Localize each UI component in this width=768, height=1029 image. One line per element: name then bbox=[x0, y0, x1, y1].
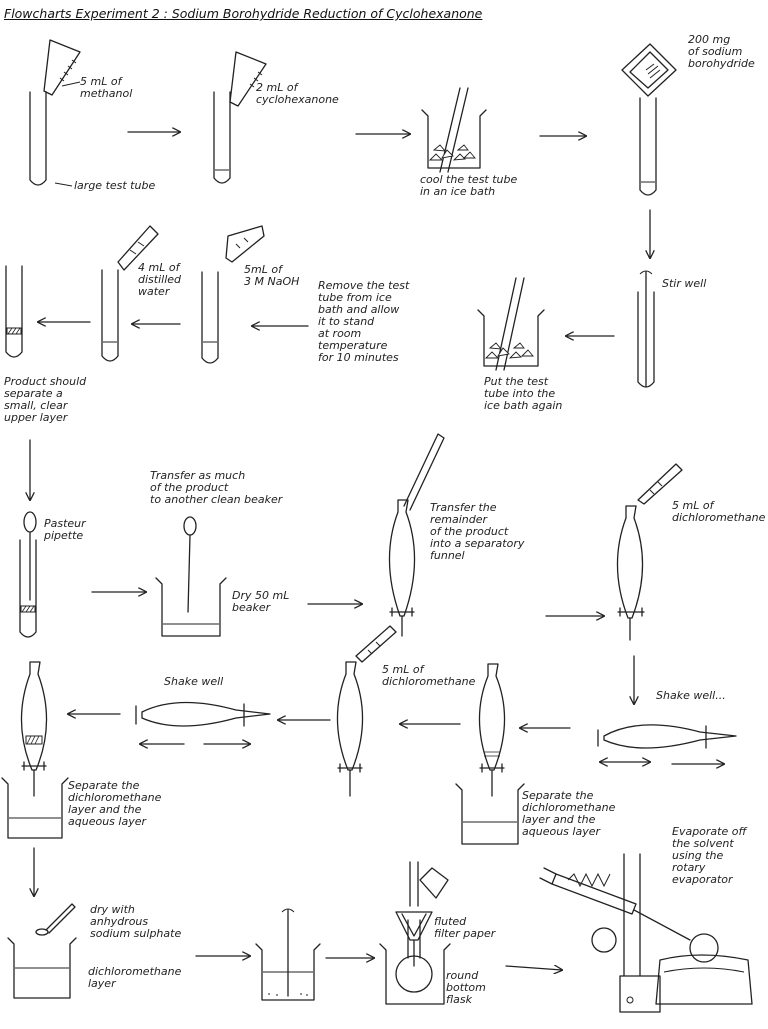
label-large-test-tube: large test tube bbox=[74, 179, 156, 192]
filtration-setup bbox=[379, 861, 451, 1005]
rotary-evaporator bbox=[539, 853, 753, 1013]
label-anhydrous-sodium-sulphate: dry with anhydrous sodium sulphate bbox=[90, 903, 182, 940]
test-tube-cyclohexanone bbox=[213, 51, 267, 184]
label-shake-well-1: Shake well... bbox=[656, 689, 726, 702]
label-separate-layers-left: Separate the dichloromethane layer and t… bbox=[68, 779, 162, 828]
label-separate-layers-right: Separate the dichloromethane layer and t… bbox=[522, 789, 616, 838]
label-dichloromethane-1: 5 mL of dichloromethane bbox=[672, 499, 766, 524]
label-round-bottom-flask: round bottom flask bbox=[446, 969, 486, 1006]
label-pasteur-pipette: Pasteur pipette bbox=[44, 517, 86, 542]
ice-bath-beaker-1 bbox=[421, 87, 487, 173]
label-rotary-evaporator: Evaporate off the solvent using the rota… bbox=[672, 825, 747, 886]
label-stir-well: Stir well bbox=[662, 277, 707, 290]
separatory-funnel-3 bbox=[336, 625, 397, 797]
label-cool-ice-bath: cool the test tube in an ice bath bbox=[420, 173, 518, 198]
beaker-stirring bbox=[255, 908, 321, 1001]
separatory-funnel-1 bbox=[388, 433, 445, 637]
horizontal-funnel-1 bbox=[597, 724, 737, 764]
label-fluted-filter-paper: fluted filter paper bbox=[434, 915, 496, 940]
label-dichloromethane-layer: dichloromethane layer bbox=[88, 965, 182, 990]
page-title: Flowcharts Experiment 2 : Sodium Borohyd… bbox=[4, 6, 483, 21]
label-methanol: 5 mL of methanol bbox=[80, 75, 133, 100]
label-shake-well-2: Shake well bbox=[164, 675, 224, 688]
beaker-sodium-sulphate bbox=[7, 903, 77, 999]
label-product-separates: Product should separate a small, clear u… bbox=[4, 375, 87, 424]
funnel-over-beaker-right bbox=[455, 663, 525, 845]
test-tube-naoh bbox=[201, 225, 265, 364]
label-cyclohexanone: 2 mL of cyclohexanone bbox=[256, 81, 339, 106]
test-tube-water bbox=[101, 225, 159, 362]
label-dichloromethane-2: 5 mL of dichloromethane bbox=[382, 663, 476, 688]
test-tube-product bbox=[5, 265, 23, 358]
tube-with-pasteur-pipette bbox=[19, 511, 37, 638]
large-test-tube-methanol bbox=[29, 39, 81, 187]
label-ice-bath-again: Put the test tube into the ice bath agai… bbox=[484, 375, 563, 412]
label-transfer-funnel: Transfer the remainder of the product in… bbox=[430, 501, 525, 562]
label-naoh: 5mL of 3 M NaOH bbox=[244, 263, 300, 288]
label-distilled-water: 4 mL of distilled water bbox=[138, 261, 182, 298]
horizontal-funnel-2 bbox=[135, 701, 271, 744]
separatory-funnel-2 bbox=[616, 463, 683, 641]
label-transfer-beaker: Transfer as much of the product to anoth… bbox=[150, 469, 283, 506]
ice-bath-beaker-2 bbox=[477, 277, 545, 371]
label-sodium-borohydride: 200 mg of sodium borohydride bbox=[688, 33, 755, 70]
funnel-over-beaker-left bbox=[1, 661, 69, 839]
label-dry-beaker: Dry 50 mL beaker bbox=[232, 589, 290, 614]
test-tube-nabh4 bbox=[621, 43, 677, 196]
stirred-test-tube bbox=[637, 270, 655, 388]
arrow-21 bbox=[505, 966, 562, 970]
dry-beaker bbox=[155, 516, 227, 637]
label-remove-from-ice: Remove the test tube from ice bath and a… bbox=[318, 279, 410, 364]
